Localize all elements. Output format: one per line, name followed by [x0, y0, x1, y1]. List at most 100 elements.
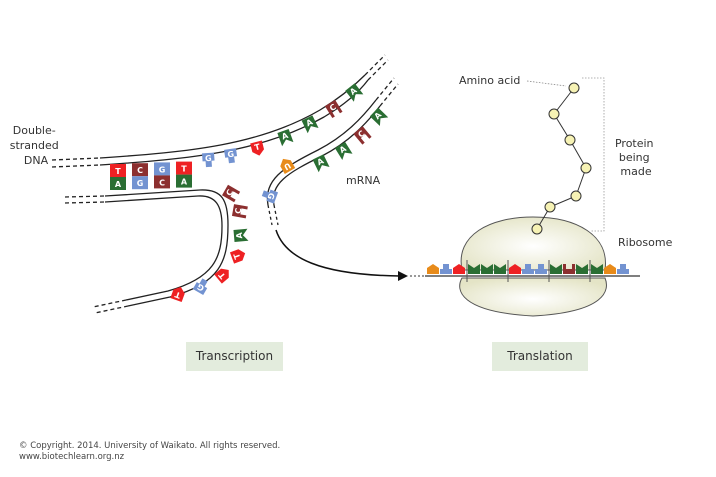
base-g: G: [224, 148, 238, 164]
base-t: T: [250, 140, 264, 156]
base-a: [591, 264, 603, 274]
base-shape: [522, 264, 534, 274]
base-a: A: [233, 228, 249, 242]
amino-acid: [548, 108, 560, 120]
label-double-stranded-dna: Double- stranded DNA: [10, 124, 63, 167]
base-a: A: [334, 141, 353, 161]
ribosome-small-subunit: [459, 277, 607, 317]
base-shape: [170, 286, 185, 303]
base-letter: C: [356, 129, 366, 140]
base-a: [576, 264, 588, 274]
amino-acid: [568, 82, 580, 94]
transcription-label: Transcription: [186, 342, 283, 371]
base-letter: G: [159, 165, 166, 174]
mrna-strand-dashed-top-2: [379, 83, 399, 107]
base-letter: G: [205, 154, 212, 163]
label-line: made: [620, 165, 651, 178]
base-shape: [324, 99, 343, 119]
label-protein-being-made: Protein being made: [615, 137, 657, 178]
base-g: G: [192, 278, 208, 295]
base-shape: [132, 176, 148, 190]
mrna-strand-dashed-bottom-2: [273, 204, 279, 226]
base-t: T: [110, 164, 126, 177]
base-a: [481, 264, 493, 274]
mrna-strand-dashed-bottom: [267, 204, 273, 226]
base-c: C: [154, 175, 170, 189]
base-letter: C: [233, 207, 243, 214]
translation-label: Translation: [492, 342, 588, 371]
base-c: C: [324, 99, 343, 119]
template-strand-dashed-left: [64, 195, 106, 198]
base-g: G: [261, 189, 279, 204]
base-c: C: [222, 184, 241, 203]
base-shape: [277, 128, 294, 147]
base-u: U: [280, 158, 296, 174]
base-letter: A: [235, 231, 245, 239]
base-pair: TA: [176, 161, 192, 188]
base-shape: [481, 264, 493, 274]
mrna-strand-dashed-top: [375, 77, 395, 101]
base-a: A: [277, 128, 294, 147]
arrow-head-icon: [398, 271, 408, 281]
amino-acid: [570, 190, 582, 202]
amino-acid: [544, 201, 556, 213]
amino-acid: [531, 223, 543, 235]
base-letter: G: [227, 150, 235, 160]
base-letter: T: [115, 167, 121, 176]
template-strand-dashed-bottom-2: [92, 299, 127, 308]
base-shape: [427, 264, 439, 274]
base-letter: G: [265, 191, 276, 200]
base-shape: [468, 264, 480, 274]
base-shape: [280, 158, 296, 174]
base-shape: [214, 268, 229, 284]
base-letter: A: [305, 117, 315, 128]
base-c: C: [231, 204, 248, 219]
base-shape: [110, 164, 126, 177]
base-t: [509, 264, 521, 274]
base-g: G: [132, 176, 148, 190]
codon: [550, 264, 588, 274]
base-letter: A: [181, 178, 188, 187]
base-letter: T: [173, 289, 182, 300]
base-shape: [154, 175, 170, 189]
base-shape: [604, 264, 616, 274]
base-c: C: [353, 126, 372, 145]
base-shape: [250, 140, 264, 156]
codon: [468, 264, 506, 274]
base-letter: G: [196, 282, 206, 293]
base-letter: C: [137, 166, 143, 175]
base-shape: [229, 249, 246, 264]
label-line: stranded: [10, 139, 59, 152]
base-a: A: [345, 83, 364, 102]
base-a: A: [176, 174, 192, 188]
base-shape: [617, 264, 629, 274]
base-shape: [453, 264, 465, 274]
base-shape: [334, 141, 353, 161]
base-shape: [222, 184, 241, 203]
base-shape: [233, 228, 249, 242]
base-c: C: [132, 163, 148, 177]
base-g: G: [154, 162, 170, 176]
base-letter: A: [115, 180, 122, 189]
base-u: [604, 264, 616, 274]
base-a: A: [369, 107, 389, 127]
base-shape: [312, 154, 330, 173]
base-shape: [154, 162, 170, 176]
base-letter: C: [224, 188, 235, 198]
base-u: [427, 264, 439, 274]
template-strand-dashed-bottom: [94, 305, 129, 314]
base-shape: [369, 107, 389, 127]
base-shape: [591, 264, 603, 274]
label-amino-acid: Amino acid: [459, 74, 520, 87]
template-strand-inner: [104, 195, 223, 301]
codon: [427, 264, 465, 274]
coding-strand-dashed-left-2: [51, 164, 101, 168]
ribosome: [459, 216, 607, 317]
base-letter: A: [348, 85, 359, 96]
copyright-text: © Copyright. 2014. University of Waikato…: [19, 441, 281, 451]
template-strand-dashed-left-2: [64, 201, 106, 204]
base-shape: [132, 163, 148, 177]
